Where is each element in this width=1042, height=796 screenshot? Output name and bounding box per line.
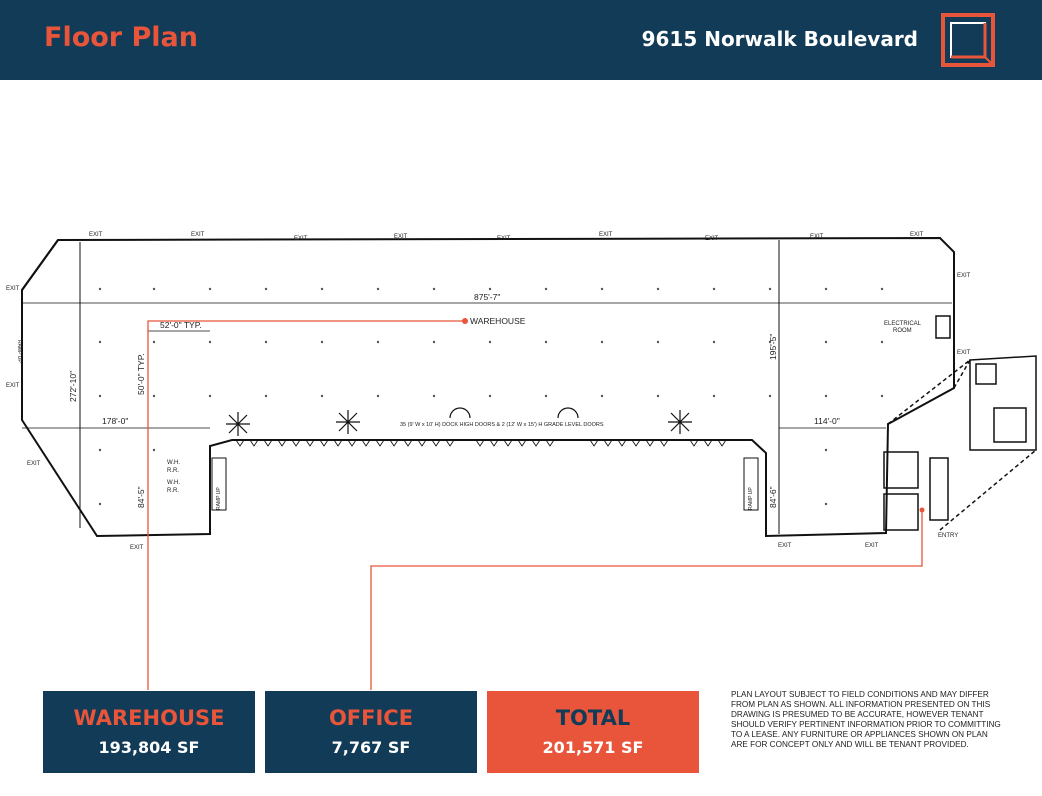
restroom-label: R.R. (167, 488, 179, 494)
office-area-box: OFFICE 7,767 SF (265, 691, 477, 773)
electrical-room-label: ELECTRICAL (884, 321, 922, 327)
exit-label: EXIT (89, 232, 103, 238)
exit-label: EXIT (957, 273, 971, 279)
bay-width-dim: 52'-0" TYP. (160, 320, 202, 330)
ramps (211, 457, 759, 511)
building-outline (21, 236, 955, 538)
header-bar: Floor Plan 9615 Norwalk Boulevard (0, 0, 1042, 80)
exit-label: EXIT (191, 232, 205, 238)
ceiling-fans (226, 407, 692, 436)
left-depth-dim: 272'-10" (68, 371, 78, 402)
warehouse-callout-dot (462, 318, 468, 324)
warehouse-area-value: 193,804 SF (98, 738, 200, 757)
restroom-label: W.H. (167, 480, 180, 486)
exit-label: EXIT (810, 234, 824, 240)
exit-label: EXIT (497, 236, 511, 242)
left-dock-depth-dim: 84'-5" (136, 486, 146, 508)
floor-plan-drawing: EXIT EXIT EXIT EXIT EXIT EXIT EXIT EXIT … (6, 232, 1037, 690)
office-callout-dot (919, 507, 925, 513)
warehouse-area-box: WAREHOUSE 193,804 SF (43, 691, 255, 773)
exit-label: EXIT (865, 543, 879, 549)
ramp-label: RAMP UP (216, 487, 222, 510)
warehouse-callout-label: WAREHOUSE (470, 316, 526, 326)
exit-label: EXIT (957, 350, 971, 356)
total-area-label: TOTAL (555, 706, 631, 730)
total-area-value: 201,571 SF (542, 738, 644, 757)
exit-label: EXIT (910, 232, 924, 238)
overall-length-dim: 875'-7" (474, 292, 500, 302)
column-grid (98, 287, 884, 506)
exit-label: EXIT (6, 383, 20, 389)
exit-label: EXIT (599, 232, 613, 238)
brand-logo-icon (941, 13, 995, 67)
restroom-label: W.H. (167, 460, 180, 466)
page-title: Floor Plan (44, 22, 198, 53)
exit-label: EXIT (294, 236, 308, 242)
disclaimer-text: PLAN LAYOUT SUBJECT TO FIELD CONDITIONS … (731, 690, 1001, 749)
office-annex (883, 315, 1037, 531)
office-area-value: 7,767 SF (331, 738, 411, 757)
dock-doors (235, 439, 727, 447)
doors-note: 35 (9' W x 10' H) DOCK HIGH DOORS & 2 (1… (400, 422, 604, 428)
exit-label: EXIT (27, 461, 41, 467)
dimension-lines (22, 302, 952, 429)
right-offset-dim: 114'-0" (814, 416, 840, 426)
office-area-label: OFFICE (328, 706, 414, 730)
exit-label: EXIT (705, 236, 719, 242)
ramp-label: RAMP UP (16, 340, 22, 363)
right-dock-depth-dim: 84'-6" (768, 486, 778, 508)
left-offset-dim: 178'-0" (102, 416, 128, 426)
electrical-room-label: ROOM (893, 328, 912, 334)
right-depth-dim: 195'-5" (768, 334, 778, 360)
property-address: 9615 Norwalk Boulevard (641, 27, 918, 51)
exit-label: EXIT (394, 234, 408, 240)
warehouse-area-label: WAREHOUSE (73, 706, 225, 730)
exit-label: EXIT (778, 543, 792, 549)
ramp-label: RAMP UP (748, 487, 754, 510)
callout-leaders (147, 320, 923, 690)
restroom-label: R.R. (167, 468, 179, 474)
exit-label: EXIT (130, 545, 144, 551)
entry-label: ENTRY (938, 533, 958, 539)
bay-depth-dim: 50'-0" TYP. (136, 353, 146, 395)
total-area-box: TOTAL 201,571 SF (487, 691, 699, 773)
exit-label: EXIT (6, 286, 20, 292)
